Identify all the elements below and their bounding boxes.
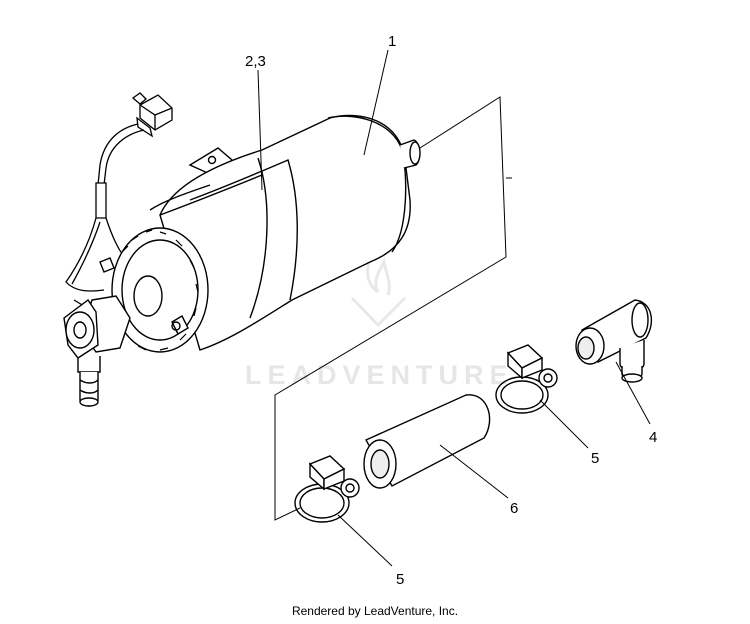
callout-4: 4 [649,429,657,446]
callout-6: 6 [510,500,518,517]
fuel-pump-body [99,114,421,353]
footer-credit: Rendered by LeadVenture, Inc. [291,604,459,618]
callout-2-3: 2,3 [245,53,266,70]
callout-5-lower: 5 [396,571,404,588]
wire-connector [131,92,173,138]
callout-1: 1 [388,33,396,50]
callout-leader-lines [257,49,651,567]
callout-5-upper: 5 [591,450,599,467]
elbow-fitting [575,299,653,383]
end-face-ribs [117,229,199,351]
hose-clamp-upper [495,344,558,414]
watermark-text: LEADVENTURE [245,360,514,390]
fuel-hose [363,394,491,489]
hose-clamp-lower [294,455,360,523]
leadventure-watermark-logo [350,249,407,328]
exploded-view-guide-lines [274,96,512,521]
inlet-fitting [63,295,131,407]
